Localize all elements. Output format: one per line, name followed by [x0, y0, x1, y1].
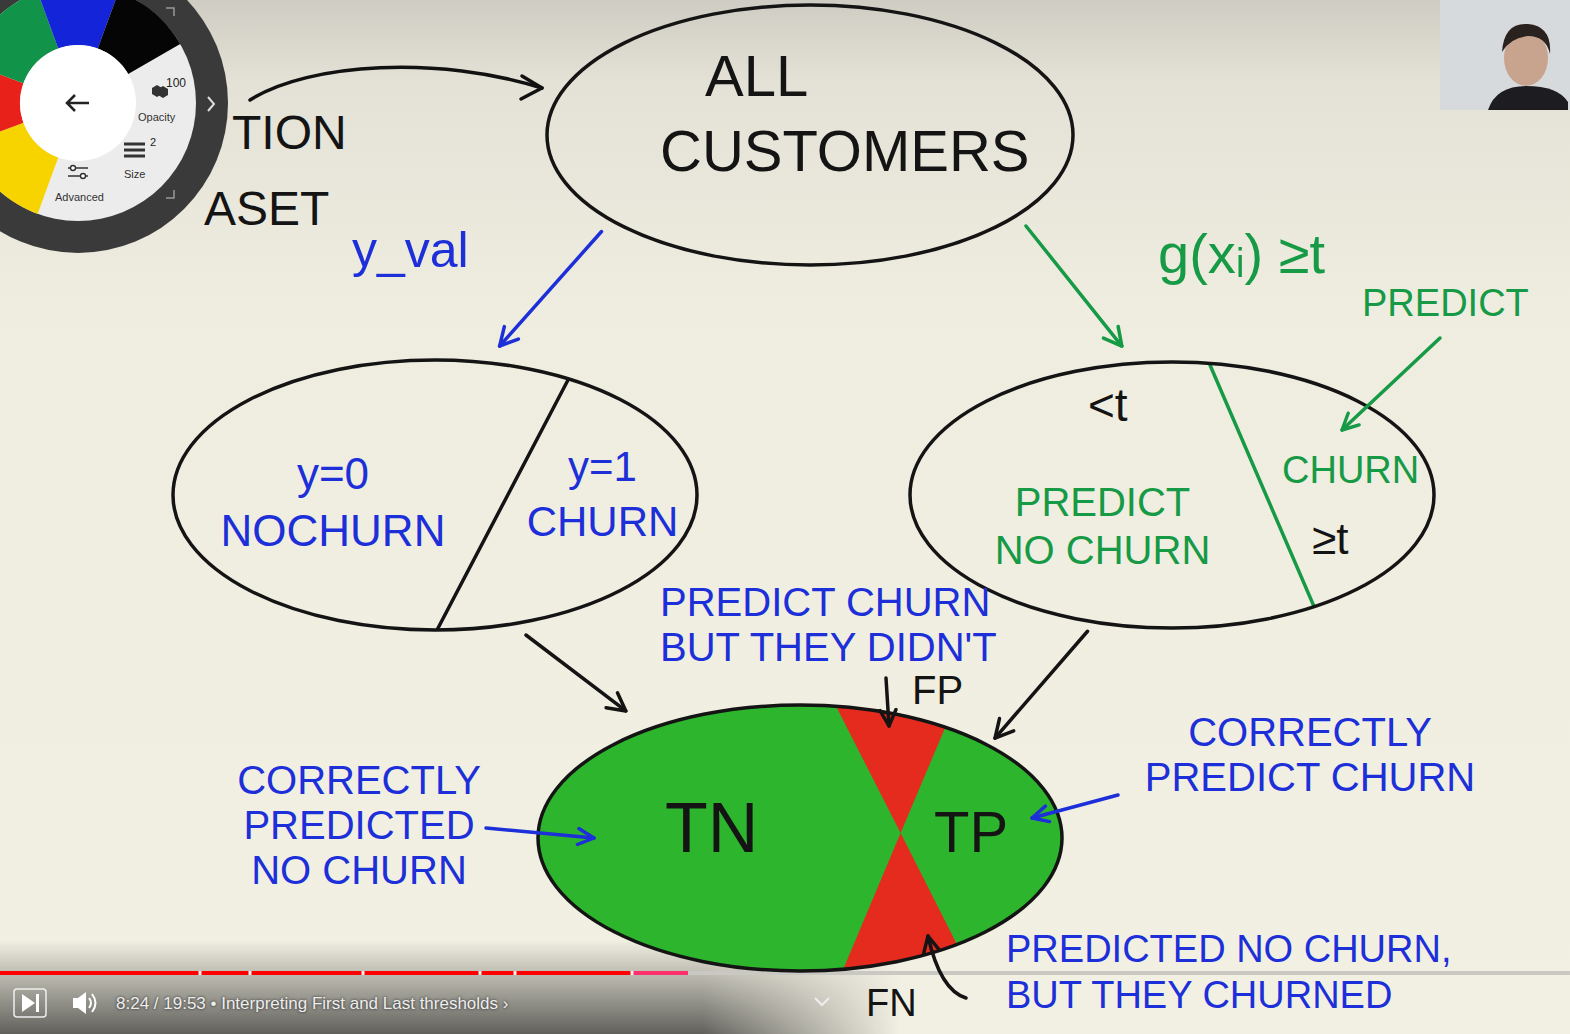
back-arrow-icon: [67, 95, 89, 111]
partial-title: ASET: [204, 182, 344, 236]
node-text: TN: [665, 790, 775, 867]
widget-label: Advanced: [55, 191, 125, 203]
slider-knob: [71, 166, 76, 171]
ellipse-fill: [173, 360, 697, 630]
corner-marks: [166, 8, 174, 198]
next-button-frame: [14, 989, 46, 1017]
annotation: PREDICTED NO CHURN, BUT THEY CHURNED: [1006, 926, 1466, 1019]
widget-value: 100: [166, 77, 206, 90]
arrow-head: [500, 327, 519, 346]
connector-line: [995, 631, 1088, 738]
widget-label: Size: [124, 168, 164, 180]
ellipse-border: [547, 5, 1073, 265]
connector-line: [1026, 226, 1122, 346]
node-text: PREDICT NO CHURN: [985, 478, 1220, 574]
ellipse-fill: [538, 705, 1062, 971]
leader-arrow: [486, 828, 594, 838]
ellipse-node: y=0 NOCHURN y=1 CHURN: [173, 360, 697, 630]
progress-played: [0, 971, 688, 975]
widget-panel: [0, 0, 196, 221]
node-text: y=1 CHURN: [520, 440, 685, 549]
node-text: ≥t: [1312, 515, 1382, 563]
connector-arrow: [995, 631, 1088, 738]
webcam-thumbnail: [1440, 0, 1570, 110]
leader-arrow: [1032, 795, 1118, 818]
widget-label: Opacity: [138, 111, 198, 123]
video-timestamp: 8:24 / 19:53 • Interpreting First and La…: [116, 994, 816, 1013]
annotation: PREDICT CHURN BUT THEY DIDN'T: [660, 580, 1020, 670]
widget-value: 2: [150, 136, 170, 148]
connector-line: [526, 635, 626, 711]
ellipse-border: [538, 705, 1062, 971]
arrow-head: [1103, 326, 1121, 346]
volume-icon: [73, 992, 86, 1014]
ellipse-node: ALL CUSTOMERS: [547, 5, 1073, 265]
progress-buffer: [632, 971, 688, 975]
widget-center: [20, 45, 136, 161]
chapter-marks: [200, 971, 632, 975]
connector-arrow: [1026, 226, 1122, 346]
edge-label: y_val: [352, 222, 492, 280]
edge-label: g(xᵢ) ≥t: [1158, 222, 1408, 286]
node-text: TP: [934, 800, 1024, 864]
webcam-frame: [1440, 0, 1570, 110]
connector-arrow: [526, 635, 626, 711]
node-text: <t: [1088, 380, 1178, 431]
connector-arrow: [500, 231, 602, 346]
annotation: CORRECTLY PREDICT CHURN: [1130, 710, 1490, 800]
node-text: ALL CUSTOMERS: [660, 38, 1060, 189]
partial-title: TION: [232, 106, 372, 160]
opacity-icon: [152, 85, 168, 98]
leader-arrow: [928, 936, 966, 998]
volume-waves: [89, 994, 96, 1012]
annotation: CORRECTLY PREDICTED NO CHURN: [228, 758, 490, 892]
person-hair: [1502, 24, 1550, 54]
person-shoulders: [1488, 86, 1568, 110]
arrow-head: [606, 693, 626, 711]
connector-line: [500, 231, 602, 346]
leader-arrow: [886, 678, 889, 726]
chevron-down: [815, 998, 829, 1005]
quadrant-tag: FP: [912, 668, 982, 713]
node-text: CHURN: [1282, 450, 1432, 492]
color-wheel-widget: [0, 0, 228, 253]
ellipse-outline: [173, 360, 697, 630]
widget-ring: [0, 0, 228, 253]
ellipse-node: TN TP: [538, 705, 1062, 971]
annotation: PREDICT: [1362, 282, 1552, 325]
arrow-head: [521, 76, 542, 99]
pointer-arrow: [250, 67, 542, 100]
arrow-head: [995, 719, 1014, 738]
ellipse-border: [173, 360, 697, 630]
next-icon: [22, 994, 35, 1012]
ellipse-fill: [547, 5, 1073, 265]
slider-knob: [81, 174, 86, 179]
node-text: y=0 NOCHURN: [208, 445, 458, 559]
chevron-icon: [208, 97, 214, 111]
size-icon: [124, 144, 145, 156]
leader-arrow: [1342, 338, 1440, 430]
split-line: [1210, 365, 1322, 625]
quadrant-tag: FN: [866, 982, 936, 1025]
next-icon-bar: [36, 994, 39, 1012]
